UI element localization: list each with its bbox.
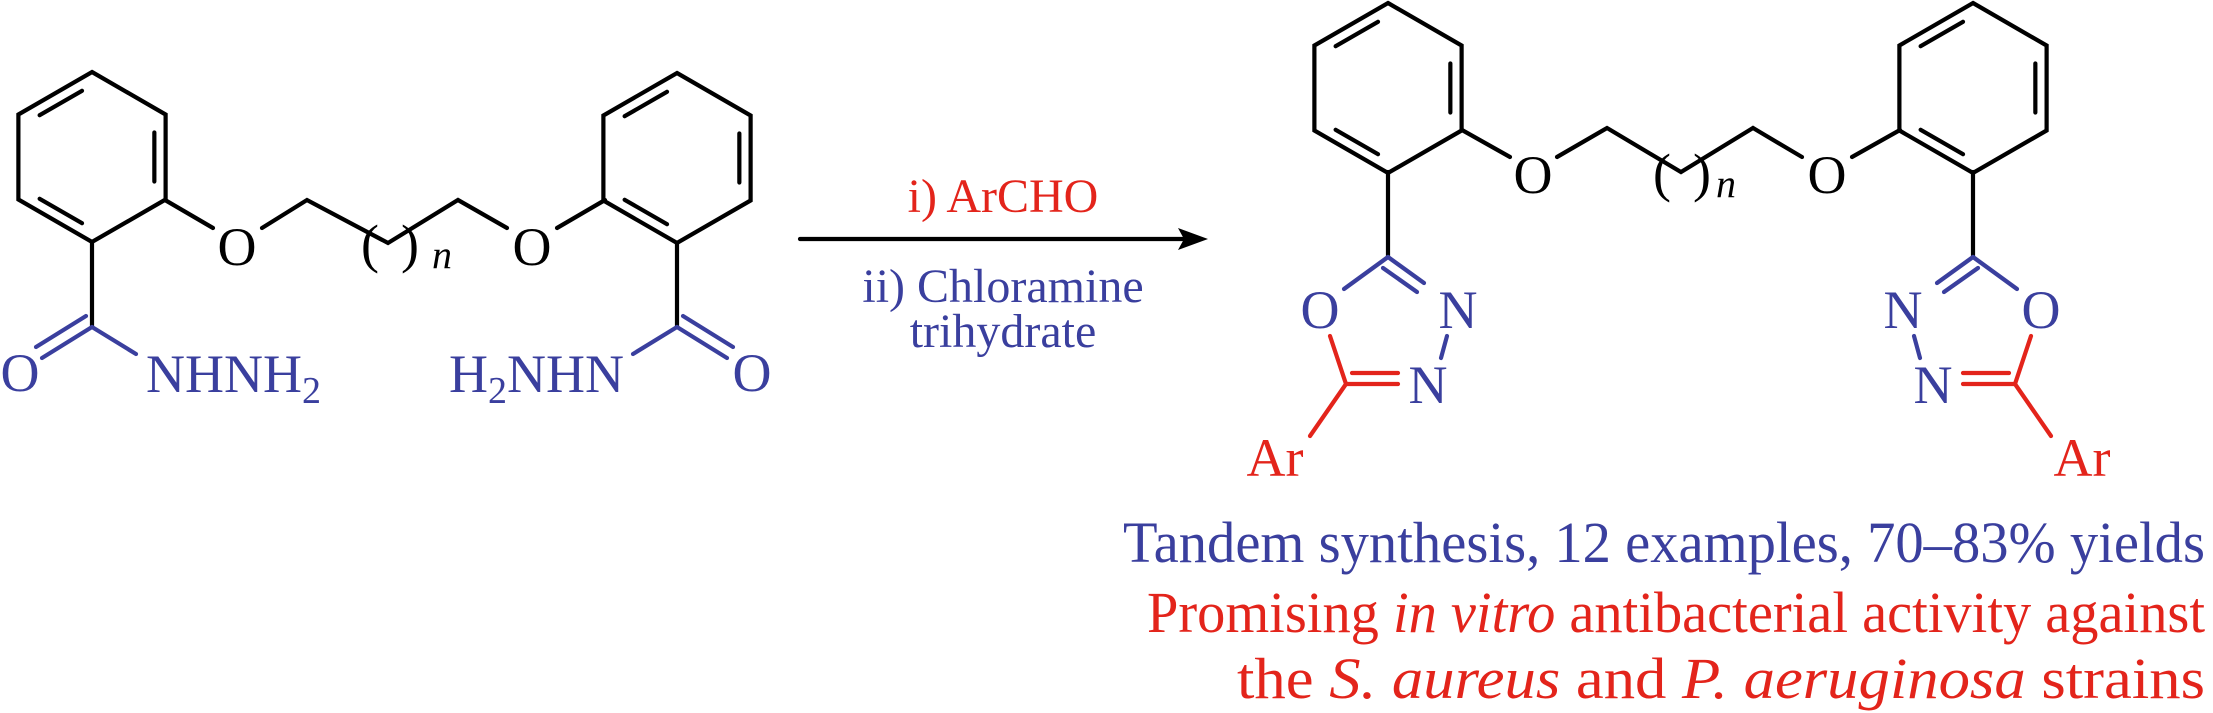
product-ether-bond-right: [1849, 127, 1903, 160]
aromatic-double-bond: [622, 89, 670, 119]
aromatic-double-bond: [1918, 19, 1966, 49]
hydrazide-left: NHNH2: [146, 344, 321, 412]
benzene-ring-reactant-right: [601, 70, 753, 246]
oxadiazole-n4-right: N: [1914, 355, 1953, 415]
carbonyl-double-bond-left-b: [33, 313, 89, 350]
product-ether-bond-left: [1459, 127, 1513, 160]
ring-outline: [1897, 0, 2049, 176]
reagent-step-2-line-1: ii) Chloramine: [862, 260, 1143, 313]
oxadiazole-n3-left: N: [1439, 280, 1478, 340]
c2-n3-double-bond-left-b: [1380, 265, 1420, 295]
hydrazide-right: H2NHN: [449, 344, 624, 412]
summary-strains-line: the S. aureus and P. aeruginosa strains: [1237, 646, 2205, 711]
product-repeat-bracket-open: (: [1653, 143, 1671, 203]
benzene-ring-reactant-left: [16, 69, 168, 245]
c2-o-bond-right: [1970, 254, 2020, 292]
c2-n3-double-bond-right-b: [1941, 265, 1981, 295]
product-ether-oxygen-left: O: [1514, 145, 1553, 205]
benzene-ring-product-left: [1312, 0, 1464, 176]
product-repeat-n-subscript: n: [1716, 161, 1736, 206]
reagent-step-2-line-2: trihydrate: [910, 305, 1097, 358]
aryl-group-left: Ar: [1247, 428, 1304, 488]
aromatic-double-bond: [37, 196, 85, 226]
reagent-step-1: i) ArCHO: [908, 170, 1099, 223]
oxadiazole-n3-right: N: [1884, 280, 1923, 340]
carbonyl-oxygen-left: O: [1, 343, 40, 403]
aromatic-double-bond: [622, 197, 670, 227]
ring-outline: [601, 70, 753, 246]
carbonyl-double-bond-right-a: [674, 324, 730, 361]
product-alkyl-chain: [1554, 125, 1805, 175]
ether-bond-left: [162, 197, 216, 231]
reactant-bis-hydrazide: O O ( ) n O NHNH2 O H2NHN: [1, 197, 772, 412]
product-ether-oxygen-right: O: [1808, 145, 1847, 205]
ether-oxygen-left: O: [218, 217, 257, 277]
c5-aryl-bond-left: [1307, 381, 1349, 439]
ring-outline: [16, 69, 168, 245]
c2-n3-double-bond-left-a: [1385, 254, 1427, 286]
o-c5-bond-left: [1327, 333, 1349, 387]
aromatic-double-bond: [37, 88, 85, 118]
ring-outline: [1312, 0, 1464, 176]
n3-n4-bond-right: [1911, 333, 1923, 361]
n3-n4-bond-left: [1438, 333, 1450, 361]
summary-caption: Tandem synthesis, 12 examples, 70–83% yi…: [1123, 510, 2205, 711]
product-bis-oxadiazole: O O ( ) n O N N Ar: [1247, 125, 2111, 488]
alkyl-chain: [259, 197, 510, 246]
summary-activity-line: Promising in vitro antibacterial activit…: [1147, 580, 2205, 645]
carbonyl-double-bond-left-a: [39, 324, 95, 361]
ether-bond-right: [554, 197, 608, 231]
repeat-bracket-close: ): [401, 214, 419, 274]
c2-o-bond-left: [1341, 254, 1391, 292]
oxadiazole-left: O N N Ar: [1247, 169, 1478, 488]
arrow-head-icon: [1178, 228, 1208, 250]
oxadiazole-n4-left: N: [1409, 355, 1448, 415]
oxadiazole-oxygen-left: O: [1301, 280, 1340, 340]
aryl-group-right: Ar: [2054, 428, 2111, 488]
o-c5-bond-right: [2012, 333, 2034, 387]
ether-oxygen-right: O: [513, 217, 552, 277]
repeat-n-subscript: n: [432, 232, 452, 277]
aromatic-double-bond: [1918, 127, 1966, 157]
c5-aryl-bond-right: [2012, 381, 2054, 439]
repeat-bracket-open: (: [361, 214, 379, 274]
benzene-ring-product-right: [1897, 0, 2049, 176]
product-repeat-bracket-close: ): [1693, 143, 1711, 203]
oxadiazole-right: O N N Ar: [1884, 169, 2111, 488]
carbonyl-n-bond-left: [89, 324, 139, 357]
aromatic-double-bond: [1333, 127, 1381, 157]
aromatic-double-bond: [1333, 19, 1381, 49]
summary-synthesis-line: Tandem synthesis, 12 examples, 70–83% yi…: [1123, 510, 2205, 575]
carbonyl-n-bond-right: [630, 324, 680, 357]
c2-n3-double-bond-right-a: [1934, 254, 1976, 286]
reaction-arrow-group: i) ArCHO ii) Chloramine trihydrate: [797, 170, 1208, 358]
carbonyl-double-bond-right-b: [680, 313, 736, 350]
oxadiazole-oxygen-right: O: [2022, 280, 2061, 340]
carbonyl-oxygen-right: O: [733, 343, 772, 403]
